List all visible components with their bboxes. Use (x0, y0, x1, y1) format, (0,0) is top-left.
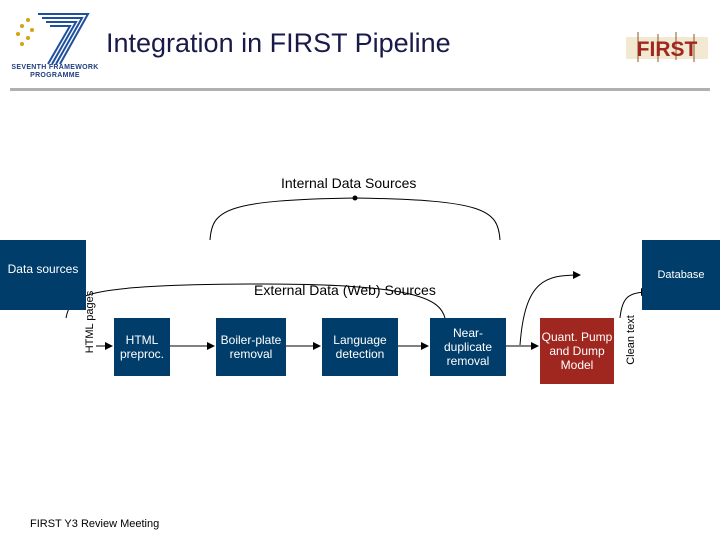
database-box: Database (642, 240, 720, 310)
step-boilerplate-removal: Boiler-plate removal (216, 318, 286, 376)
header-divider (10, 88, 710, 91)
html-pages-label: HTML pages (84, 290, 96, 354)
fp7-logo-text: SEVENTH FRAMEWORK PROGRAMME (11, 64, 99, 79)
external-sources-label: External Data (Web) Sources (254, 282, 436, 298)
internal-arc (209, 197, 501, 241)
first-logo: FIRST (624, 30, 710, 64)
fp7-logo (8, 6, 100, 86)
data-sources-box: Data sources (0, 240, 86, 310)
fp7-seven-icon (16, 13, 90, 65)
step-pump-and-dump-model: Quant. Pump and Dump Model (540, 318, 614, 384)
data-sources-label: Data sources (7, 262, 79, 276)
first-logo-text: FIRST (637, 38, 698, 61)
first-logo-graphic: FIRST (626, 32, 708, 62)
clean-text-label: Clean text (625, 315, 637, 365)
database-label: Database (657, 269, 705, 281)
step-language-detection: Language detection (322, 318, 398, 376)
arc-to-database (519, 271, 581, 346)
step-near-duplicate-removal: Near-duplicate removal (430, 318, 506, 376)
footer-text: FIRST Y3 Review Meeting (30, 518, 160, 530)
page-title: Integration in FIRST Pipeline (106, 28, 451, 58)
internal-arc-node (352, 195, 358, 201)
internal-sources-label: Internal Data Sources (281, 175, 417, 191)
step-html-preproc: HTML preproc. (114, 318, 170, 376)
